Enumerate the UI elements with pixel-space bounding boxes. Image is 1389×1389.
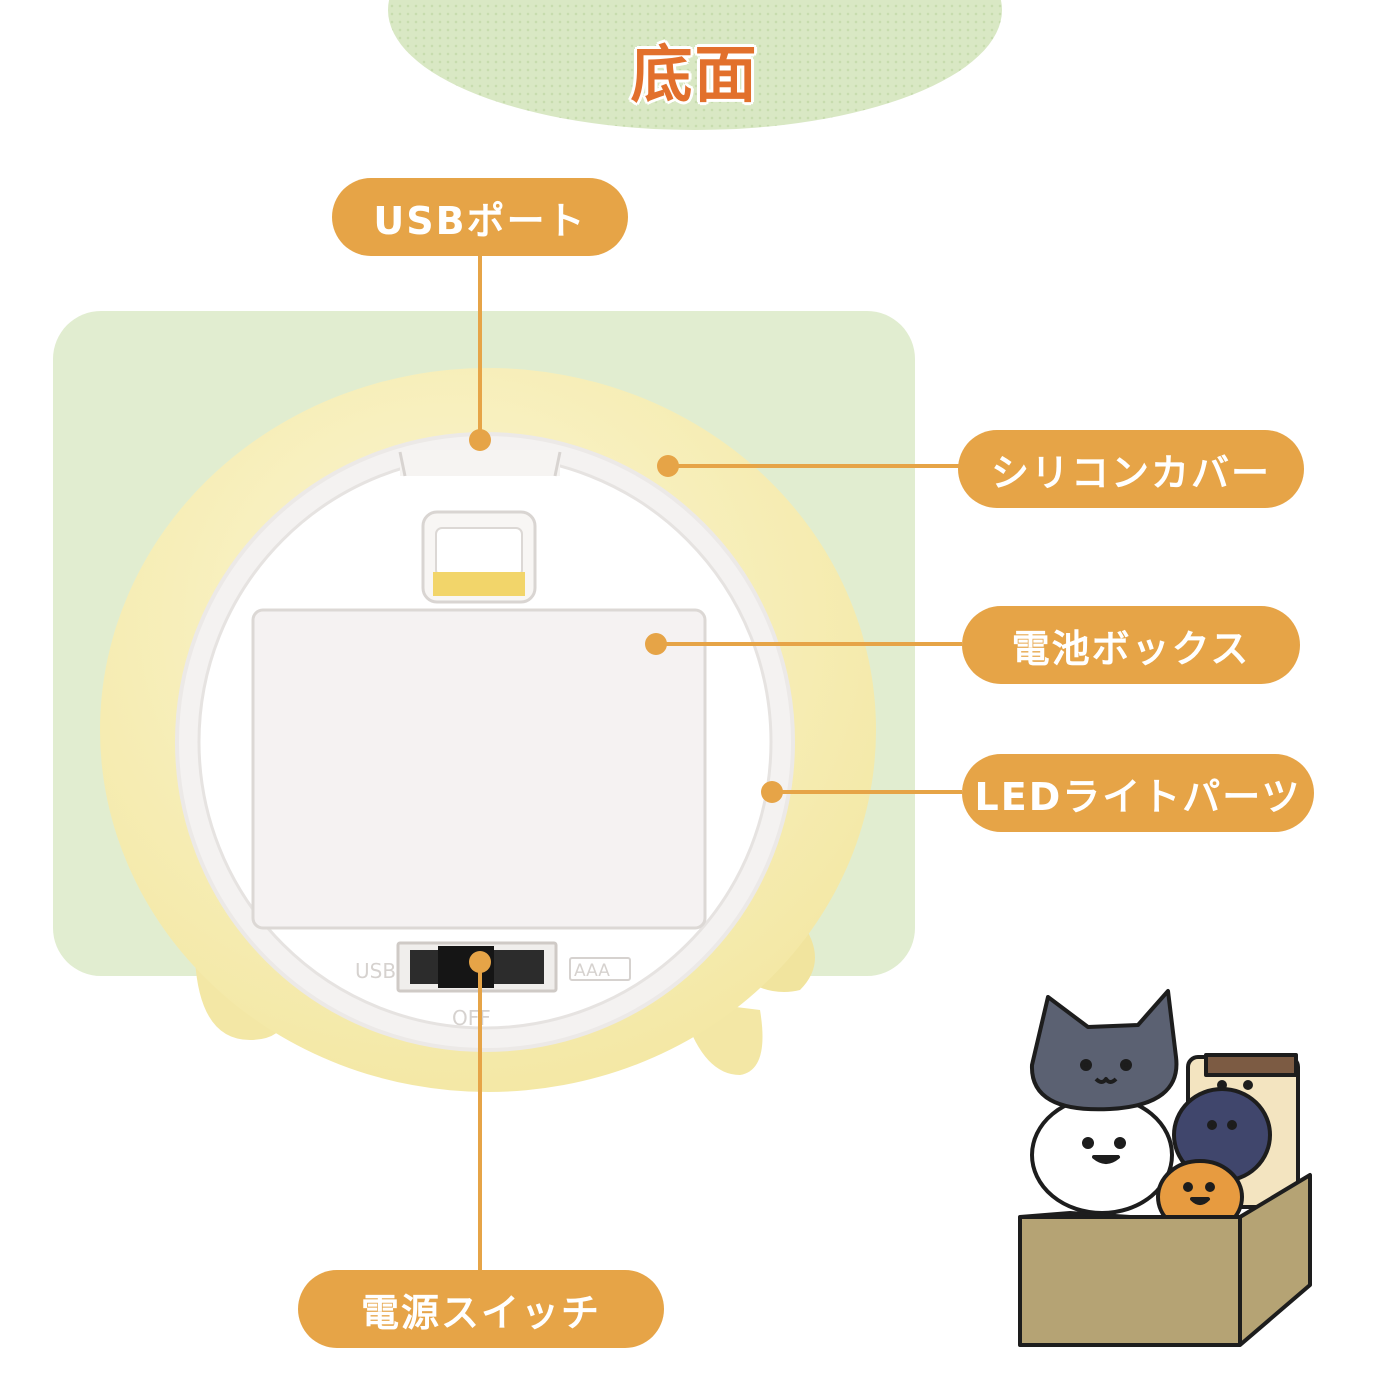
switch-mark-usb: USB xyxy=(355,959,396,983)
power-switch-label: 電源スイッチ xyxy=(298,1270,664,1348)
switch-mark-aaa: AAA xyxy=(574,961,610,981)
callout-dot-switch xyxy=(469,951,491,973)
silicon-cover-label: シリコンカバー xyxy=(958,430,1304,508)
callout-dot-led xyxy=(761,781,783,803)
callout-dot-usb xyxy=(469,429,491,451)
mascot-characters-illustration xyxy=(1018,989,1312,1347)
usb-port-label: USBポート xyxy=(332,178,628,256)
switch-mark-off: OFF xyxy=(452,1006,491,1030)
battery-box-cover xyxy=(251,608,707,930)
callout-dot-battery xyxy=(645,633,667,655)
callout-dot-silicon xyxy=(657,455,679,477)
page-title: 底面 xyxy=(630,38,759,111)
led-light-parts-label: LEDライトパーツ xyxy=(962,754,1314,832)
battery-box-label: 電池ボックス xyxy=(962,606,1300,684)
